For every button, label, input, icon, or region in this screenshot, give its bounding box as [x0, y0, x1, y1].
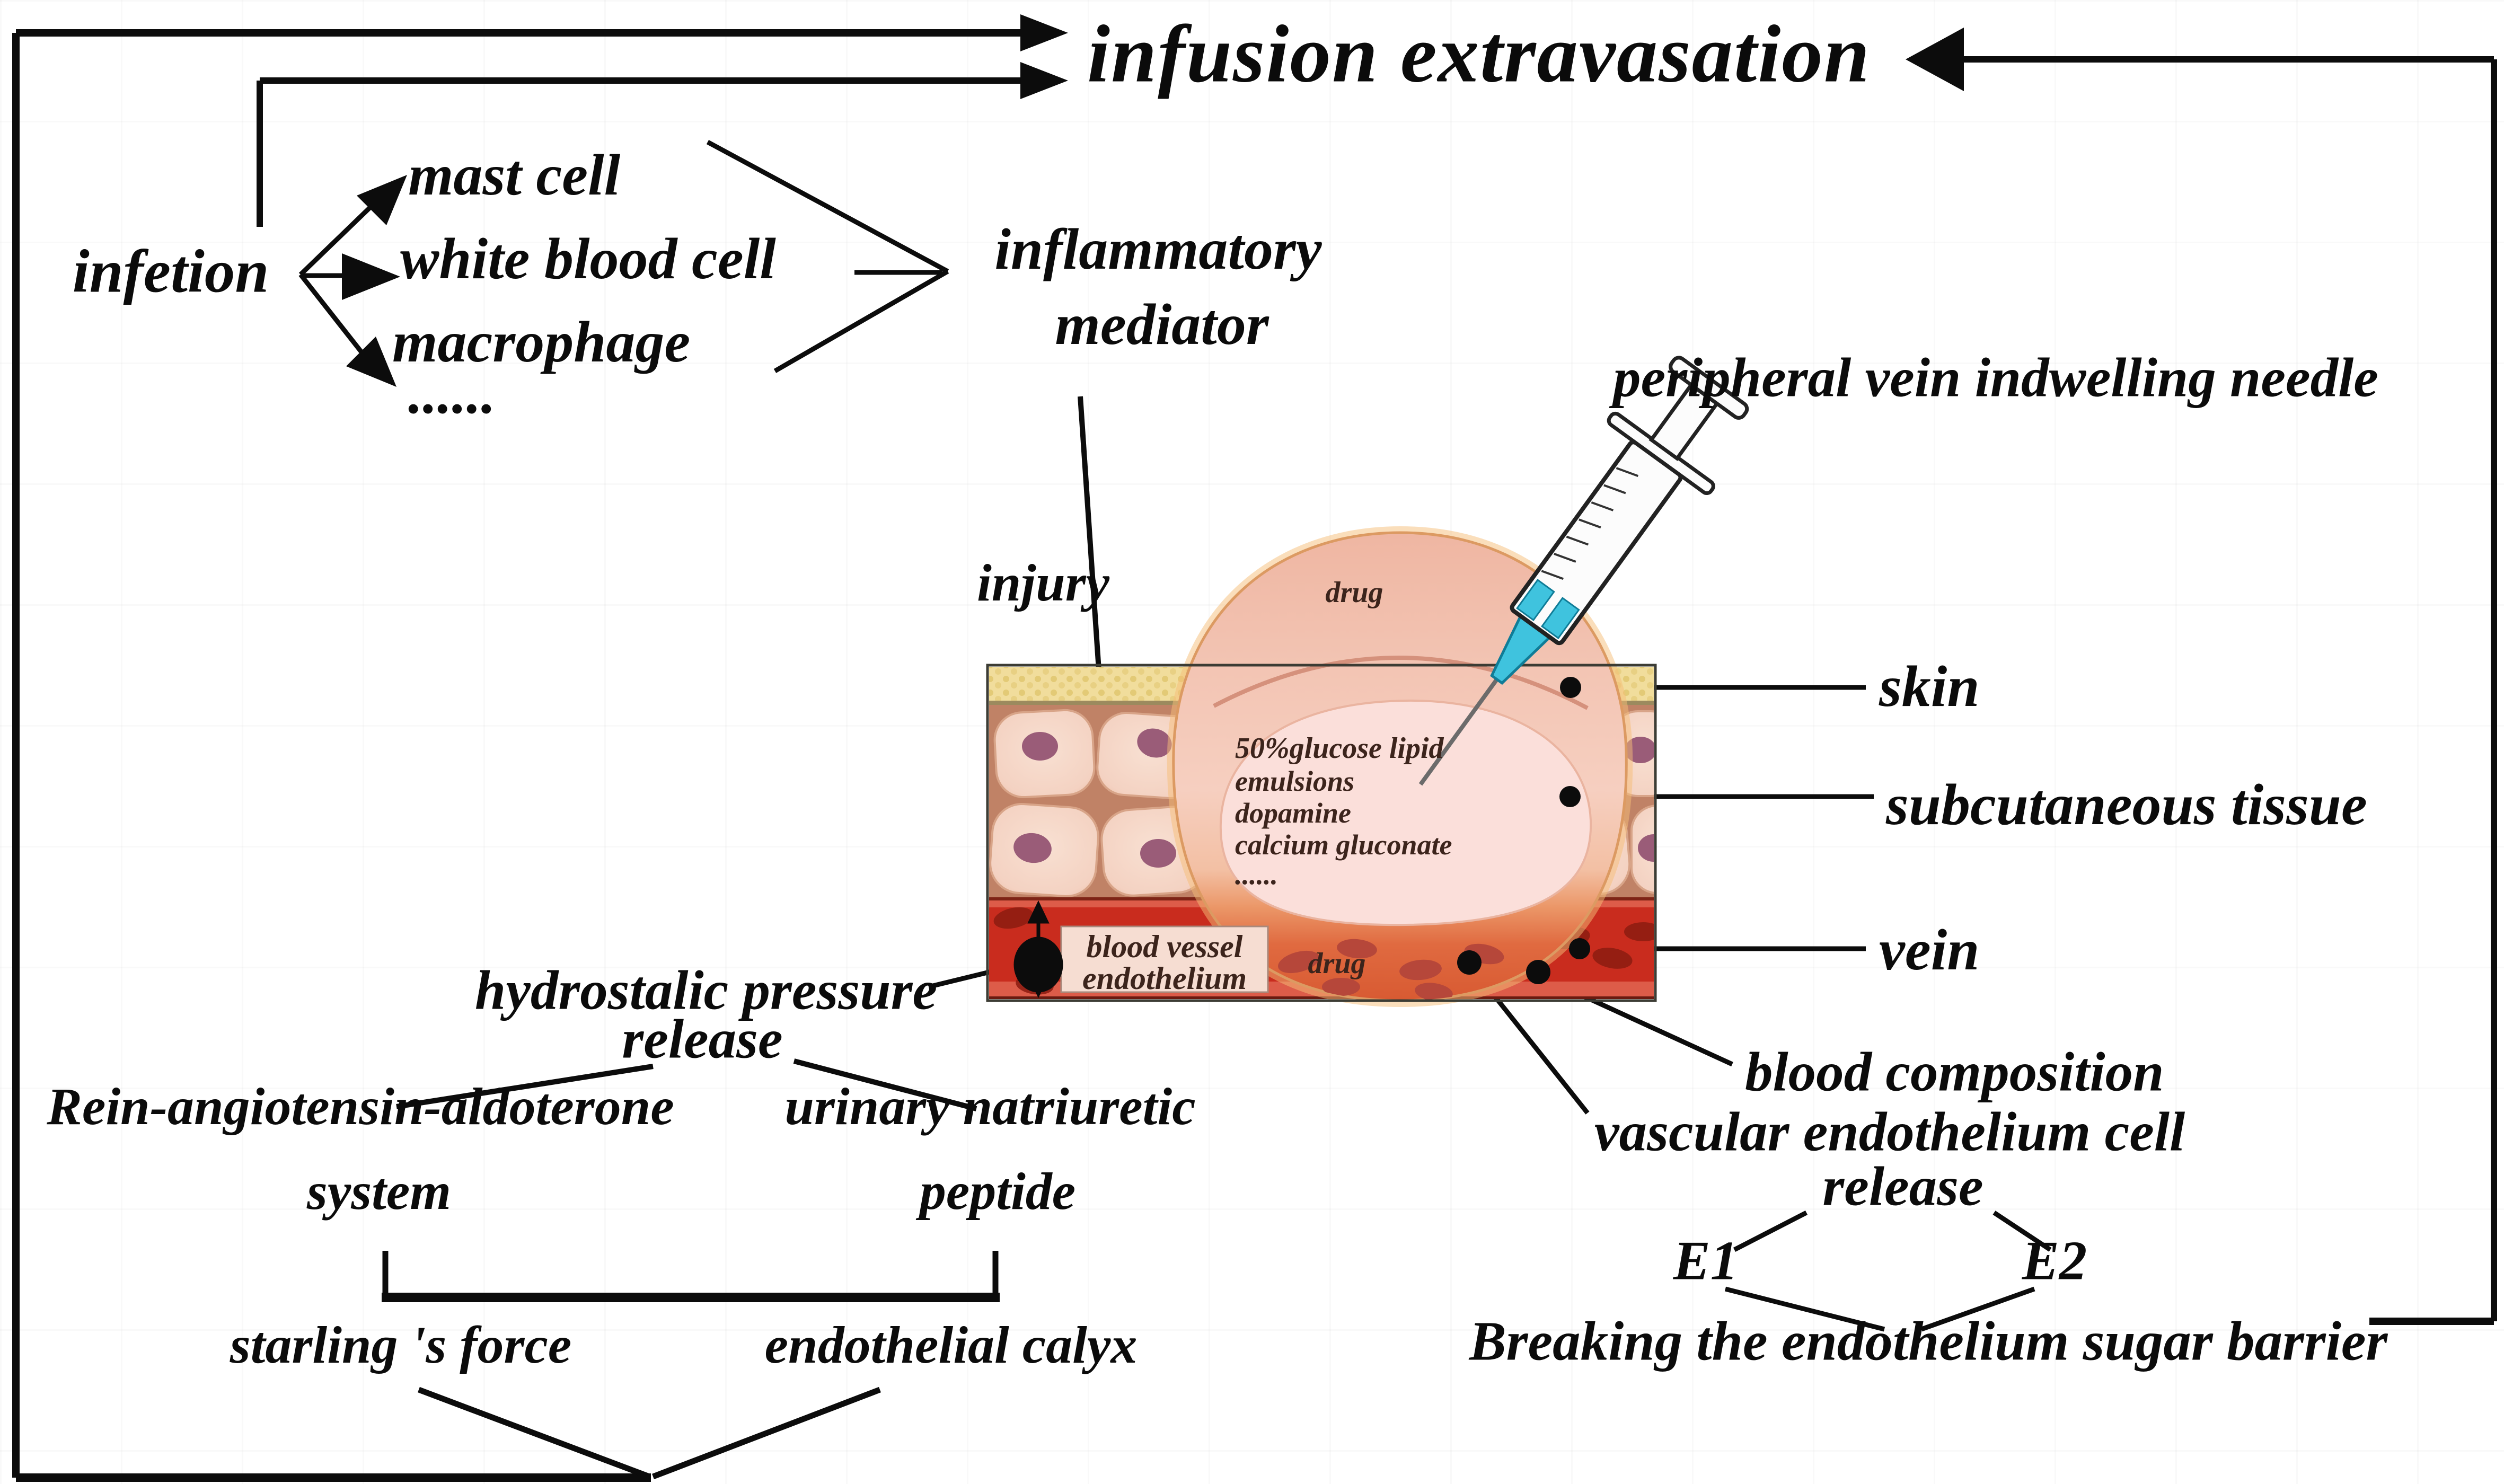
e2-breaking-line [1920, 1286, 2035, 1332]
vessel-box-line1: blood vessel [1086, 929, 1243, 964]
fork-macrophage-line [298, 273, 367, 358]
syringe-liquid-a [1516, 579, 1555, 622]
syringe-needle [1418, 676, 1501, 786]
syringe-thumb-pad [1669, 356, 1749, 420]
skin-dot [1560, 677, 1581, 698]
label-hydrostatic-pressure: hydrostalic pressure [474, 959, 938, 1021]
label-release-right: release [1822, 1155, 1983, 1217]
label-raas-system: system [306, 1162, 452, 1221]
label-raas: Rein-angiotensin-aldoterone [47, 1077, 674, 1136]
release-e2-line [1992, 1211, 2052, 1252]
release-e1-line [1733, 1210, 1808, 1252]
node-inflammatory: inflammatory [994, 217, 1322, 281]
fork-mast-line [298, 198, 380, 277]
vasc-endo-dot [1457, 950, 1482, 975]
label-injury: injury [976, 553, 1110, 612]
release-left-branch1 [396, 1064, 654, 1109]
wbc-arrowhead-icon [342, 253, 400, 300]
bulge-vein-cells [1278, 939, 1504, 1001]
release-left-branch2 [793, 1058, 977, 1111]
bulge-inner-pool [1219, 699, 1592, 926]
node-ellipsis: ...... [408, 361, 496, 426]
label-vein: vein [1879, 917, 1980, 982]
node-mediator: mediator [1055, 292, 1269, 357]
label-starlings-force: starling 's force [230, 1315, 572, 1374]
label-drug-vein: drug [1308, 947, 1366, 980]
vein-dot [1569, 938, 1590, 959]
vein-bottom-edge [989, 996, 1654, 999]
title-arrowhead-top-icon [1020, 14, 1068, 51]
syringe-icon [1418, 356, 1749, 786]
node-e2: E2 [2022, 1229, 2087, 1292]
node-mast-cell: mast cell [408, 143, 621, 207]
drug-list-line2: emulsions [1235, 765, 1355, 797]
node-e1: E1 [1673, 1229, 1739, 1292]
label-breaking-barrier: Breaking the endothelium sugar barrier [1469, 1310, 2388, 1372]
macrophage-arrowhead-icon [346, 337, 396, 387]
syringe-liquid-b [1541, 597, 1580, 640]
title-arrowhead-lower-icon [1020, 62, 1068, 99]
e1-breaking-line [1724, 1286, 1885, 1332]
mast-arrowhead-icon [357, 175, 407, 225]
label-vascular-endothelium-cell: vascular endothelium cell [1594, 1100, 2185, 1163]
vessel-endothelium-box [1060, 925, 1269, 993]
node-infection: infetion [72, 237, 269, 305]
label-skin: skin [1879, 654, 1980, 719]
page-title: infusion extravasation [1087, 8, 1871, 100]
drug-list-line4: calcium gluconate [1235, 829, 1452, 861]
label-release-left: release [622, 1008, 783, 1070]
node-white-blood-cell: white blood cell [400, 226, 776, 291]
label-endothelial-calyx: endothelial calyx [764, 1315, 1138, 1374]
converge-lower-line [773, 269, 949, 373]
drug-list-line3: dopamine [1235, 797, 1352, 829]
converge-upper-line [706, 140, 949, 273]
drug-list-line5: ...... [1235, 859, 1278, 890]
connector-dots [1457, 677, 1590, 984]
label-needle: peripheral vein indwelling needle [1613, 346, 2378, 409]
blood-comp-dot [1526, 960, 1550, 984]
illustration-border [986, 664, 1657, 1002]
label-unp: urinary natriuretic [784, 1077, 1196, 1136]
syringe-ticks [1541, 467, 1639, 580]
vessel-box-line2: endothelium [1082, 961, 1247, 996]
subq-dot [1559, 786, 1581, 807]
drug-list-line1: 50%glucose lipid [1235, 732, 1444, 765]
label-unp-peptide: peptide [919, 1162, 1076, 1221]
vein-double-arrow [1013, 900, 1063, 999]
v-left-line [418, 1386, 650, 1480]
node-macrophage: macrophage [392, 310, 691, 374]
label-subcutaneous-tissue: subcutaneous tissue [1886, 772, 2367, 837]
label-drug-top: drug [1325, 576, 1383, 609]
drug-bulge [1167, 526, 1633, 1008]
hydrostatic-dot [1013, 937, 1063, 993]
v-right-line [652, 1386, 881, 1480]
label-blood-composition: blood composition [1745, 1040, 2164, 1103]
title-arrowhead-right-icon [1906, 28, 1964, 91]
bulge-fold-arc1 [1213, 656, 1589, 710]
